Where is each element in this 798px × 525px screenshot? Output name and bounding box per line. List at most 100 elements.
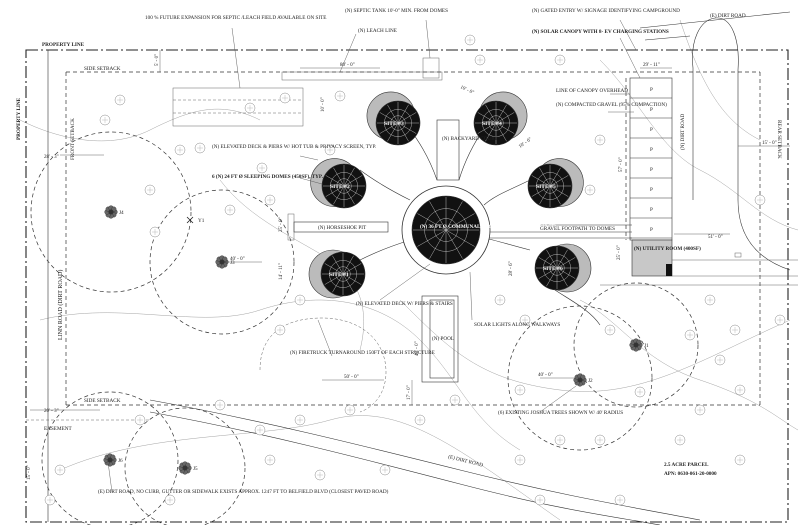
shrub <box>514 454 526 466</box>
shrub <box>519 314 531 326</box>
dim-48: 48' - 0" <box>415 341 420 356</box>
shrub <box>734 384 746 396</box>
solar-canopy-label: (N) SOLAR CANOPY WITH 8- EV CHARGING STA… <box>532 28 669 35</box>
septic-tank-label: (N) SEPTIC TANK 10'-0" MIN. FROM DOMES <box>345 7 448 14</box>
sleeping-dome <box>534 243 592 293</box>
shrub <box>314 469 326 481</box>
shrub <box>324 144 336 156</box>
shrub <box>604 324 616 336</box>
dim-17: 17' - 0" <box>407 385 412 400</box>
dirt-road-right-label: (N) DIRT ROAD <box>679 114 686 150</box>
shrub <box>694 404 706 416</box>
dirt-road-bottom <box>149 399 701 525</box>
tree-label: J1 <box>644 343 649 349</box>
dim-51: 51' - 0" <box>708 235 723 240</box>
elevated-deck-label: (N) ELEVATED DECK & PIERS W/ HOT TUB & P… <box>212 143 376 150</box>
leader-lines <box>107 19 641 493</box>
shrub <box>194 142 206 154</box>
easement-label: EASEMENT <box>44 426 72 432</box>
parcel-title: 2.5 ACRE PARCEL <box>664 462 709 468</box>
joshua-tree-icon <box>104 205 118 219</box>
firetruck-label: (N) FIRETRUCK TURNAROUND 150FT OF EACH S… <box>290 349 435 356</box>
utility-room <box>631 239 673 277</box>
dim-15l: 15' - 0" <box>27 465 32 480</box>
courtyard-label: (N) BACKYARD COURT <box>442 135 498 142</box>
dim-10a: 10' - 0" <box>459 85 474 96</box>
shrub <box>674 434 686 446</box>
gravel-footpath-label: GRAVEL FOOTPATH TO DOMES <box>540 226 615 232</box>
shrub <box>449 394 461 406</box>
dim-15r: 15' - 0" <box>762 141 777 146</box>
shrub <box>704 294 716 306</box>
dim-20l: 20' - 3" <box>44 409 59 414</box>
front-setback-label: FRONT SETBACK <box>70 118 76 160</box>
dim-5a: 5' - 0" <box>155 54 160 66</box>
dimension-lines <box>30 50 790 411</box>
shrub <box>734 454 746 466</box>
linn-road-label: LINN ROAD (DIRT ROAD) <box>57 270 64 340</box>
dim-80: 80' - 0" <box>340 63 355 68</box>
shrub <box>379 464 391 476</box>
parking-stall-label: P <box>650 167 653 173</box>
utility-room-label: (N) UTILITY ROOM (400SF) <box>634 245 701 252</box>
pool-label: (N) POOL <box>432 335 454 342</box>
sleeping-domes-label: 6 (N) 24 FT Ø SLEEPING DOMES (450SF), TY… <box>212 173 324 180</box>
compacted-gravel-label: (N) COMPACTED GRAVEL (95% COMPACTION) <box>556 101 667 108</box>
shrub <box>684 329 696 341</box>
dim-14: 14' - 11" <box>279 263 284 280</box>
dim-50: 50' - 0" <box>344 375 359 380</box>
shrub <box>254 424 266 436</box>
tree-label: J2 <box>588 378 593 384</box>
dim-40b: 40' - 0" <box>538 373 553 378</box>
dim-28l: 28' - 3" <box>44 155 59 160</box>
tree-label: J4 <box>119 210 124 216</box>
dim-57: 57' - 0" <box>619 157 624 172</box>
joshua-tree-icon <box>186 216 194 224</box>
horseshoe-pit-label: (N) HORSESHOE PIT <box>318 224 367 231</box>
shrub <box>114 94 126 106</box>
dirt-road-right <box>639 11 791 271</box>
joshua-tree-icon <box>103 453 117 467</box>
pool <box>421 295 459 383</box>
parking-stall-label: P <box>650 147 653 153</box>
shrub <box>334 90 346 102</box>
tree-label: J6 <box>118 458 123 464</box>
site-label: SITE #4 <box>482 121 502 127</box>
parking-stall-label: P <box>650 87 653 93</box>
site-label: SITE #5 <box>536 184 556 190</box>
shrub <box>174 144 186 156</box>
joshua-tree-radii <box>30 131 699 525</box>
gated-entry-label: (N) GATED ENTRY W/ SIGNAGE IDENTIFYING C… <box>532 7 680 14</box>
shrub <box>554 434 566 446</box>
shrub <box>294 294 306 306</box>
line-of-canopy-label: LINE OF CANOPY OVERHEAD <box>556 88 628 94</box>
shrub <box>164 494 176 506</box>
shrub <box>264 194 276 206</box>
shrub <box>594 134 606 146</box>
shrub <box>474 54 486 66</box>
communal-dome <box>401 185 491 275</box>
parking-stall-label: P <box>650 207 653 213</box>
dim-28b: 28' - 6" <box>509 261 514 276</box>
shrub <box>754 194 766 206</box>
tree-label: Y1 <box>198 218 205 224</box>
dim-25b: 25' - 0" <box>279 217 284 232</box>
shrub <box>134 414 146 426</box>
site-label: SITE #2 <box>330 184 350 190</box>
communal-dome-label: (N) 36 FT Ø COMMUNAL RECREATION DOME (10… <box>420 223 556 230</box>
shrub <box>614 494 626 506</box>
shrub <box>344 404 356 416</box>
sleeping-dome <box>308 249 366 299</box>
site-label: SITE #3 <box>384 121 404 127</box>
site-label: SITE #6 <box>543 266 563 272</box>
leach-line-label: (N) LEACH LINE <box>358 27 397 34</box>
sleeping-dome <box>310 158 367 209</box>
shrub <box>149 226 161 238</box>
joshua-tree-icon <box>629 338 643 352</box>
shrub <box>279 92 291 104</box>
shrub <box>294 414 306 426</box>
shrub <box>54 464 66 476</box>
shrub <box>464 34 476 46</box>
